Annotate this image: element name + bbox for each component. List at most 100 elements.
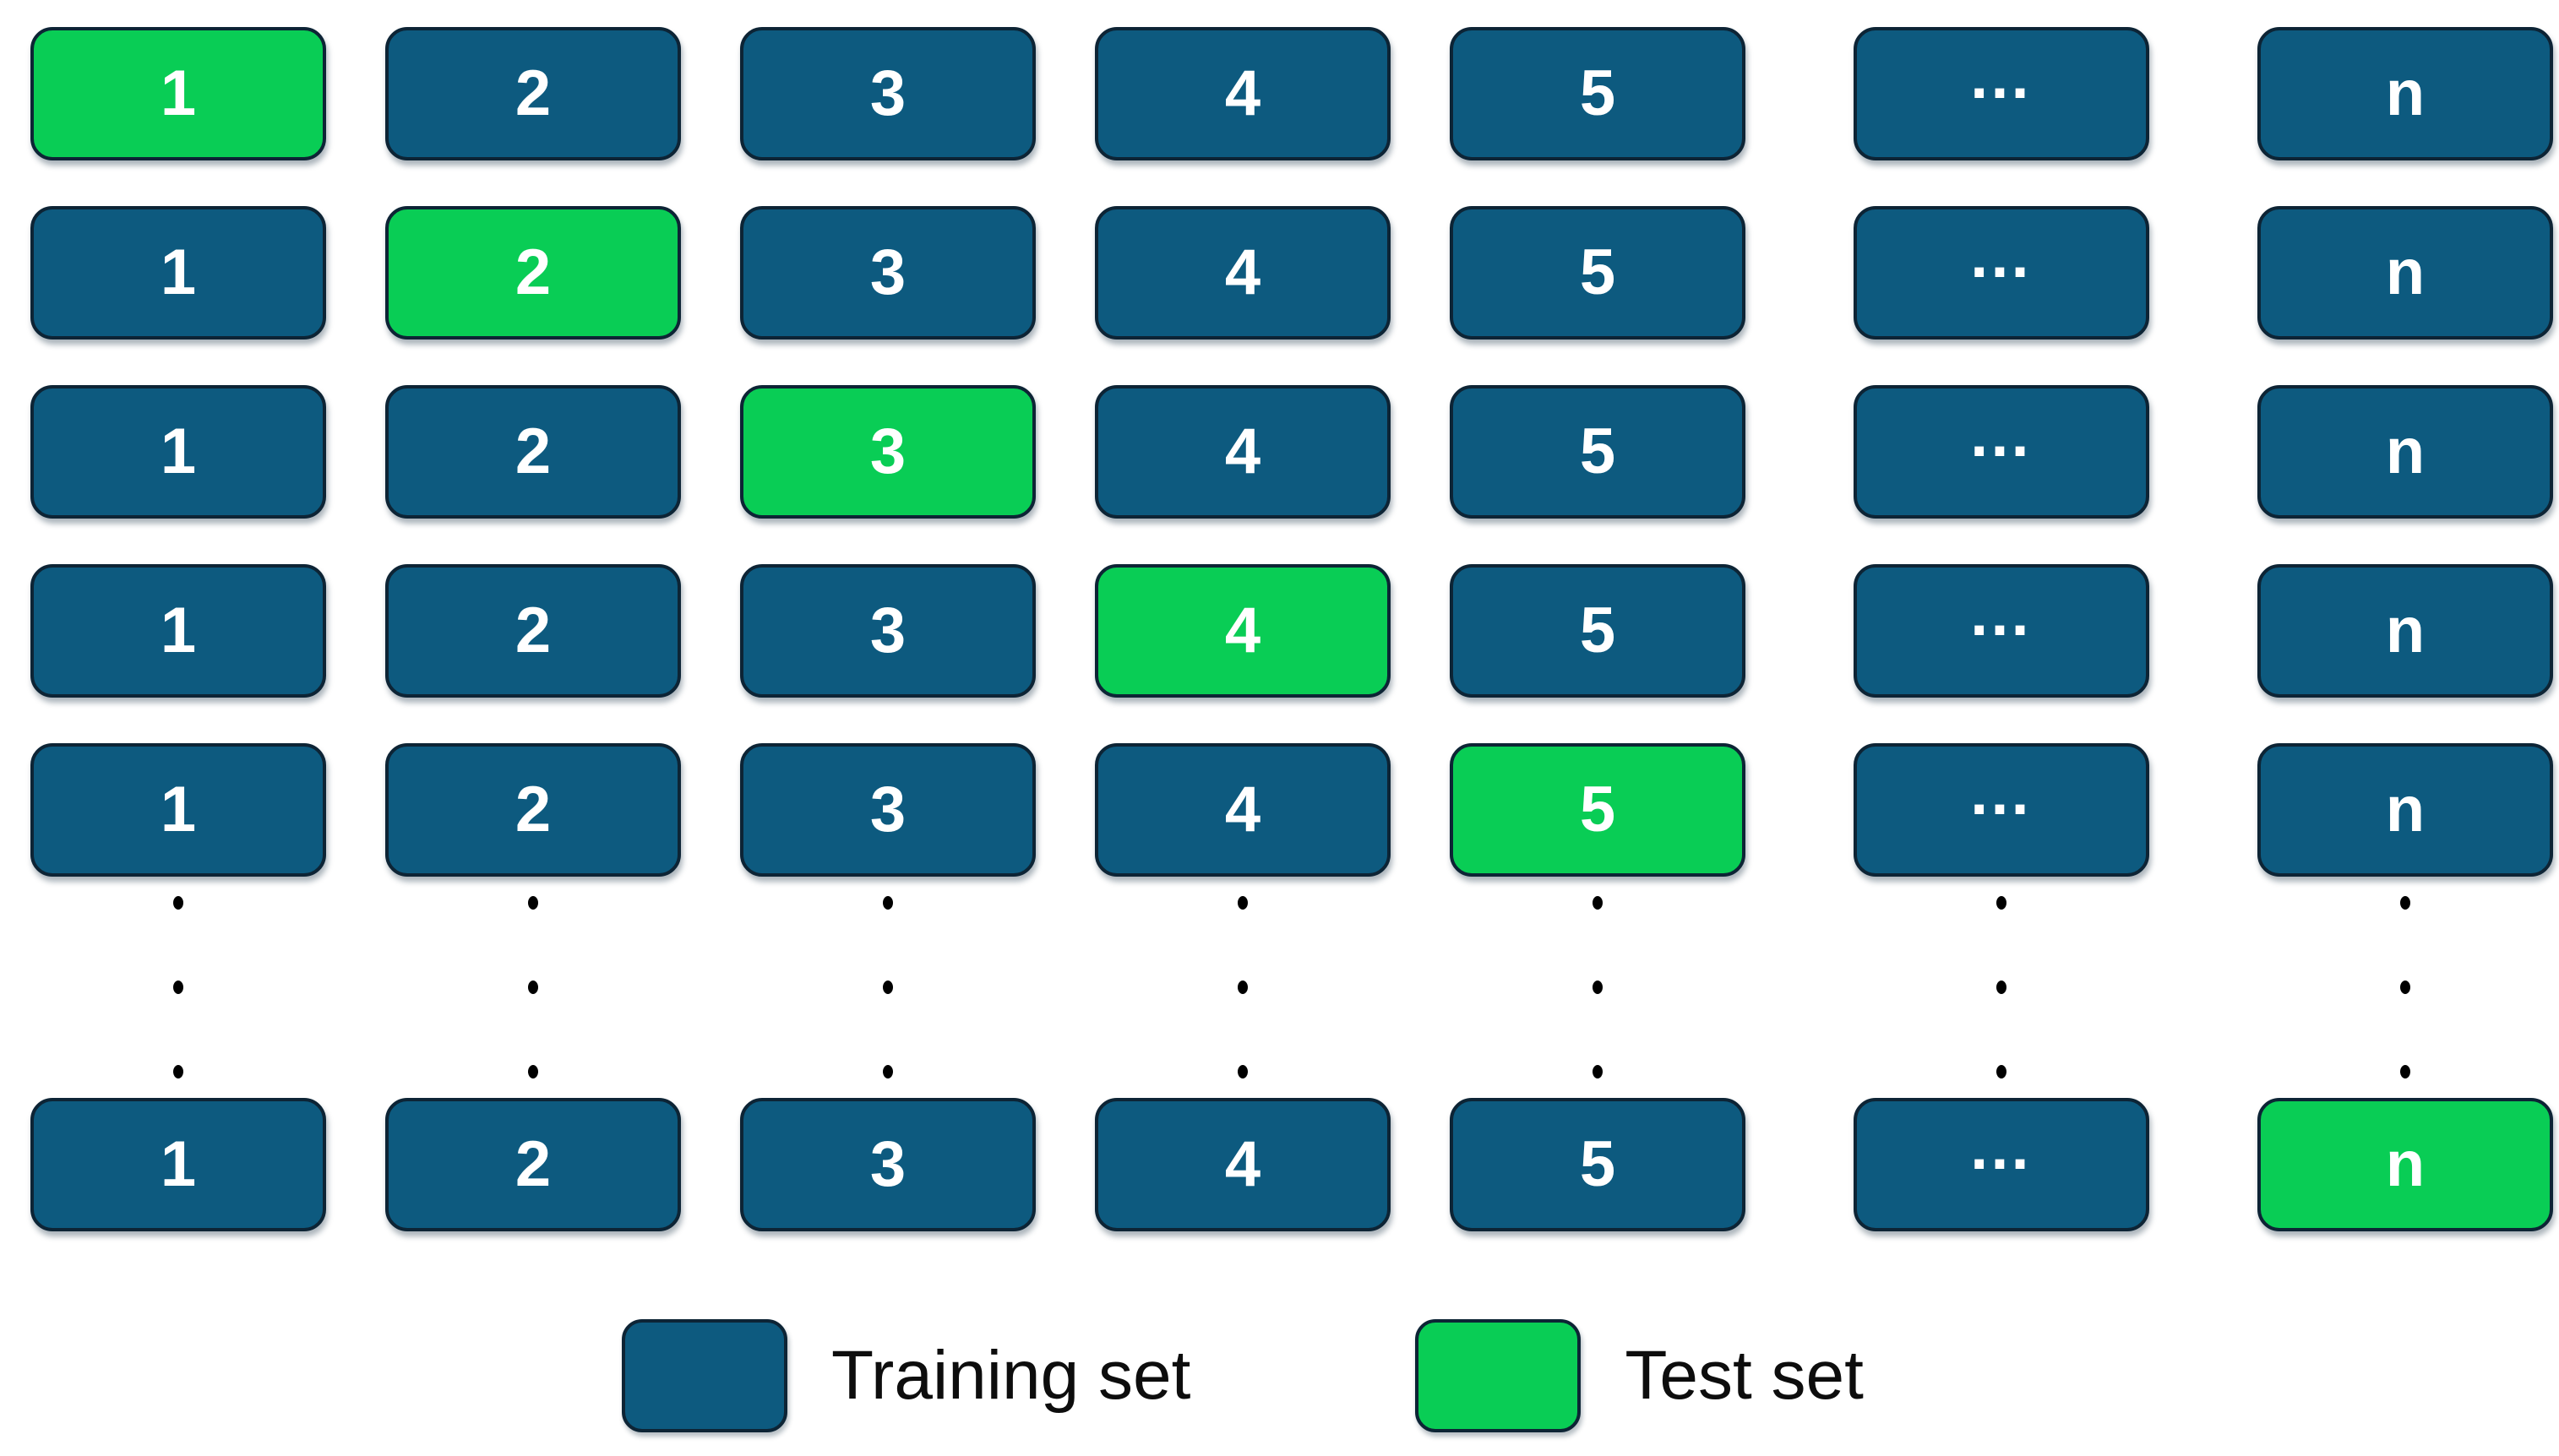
fold-4-box-col-2-training: 2 — [385, 564, 681, 698]
fold-n-box-col-7-test: n — [2257, 1098, 2553, 1231]
ellipsis-dot — [1238, 1065, 1248, 1078]
box-label: 4 — [1224, 774, 1261, 845]
box-label: 1 — [160, 57, 197, 129]
ellipsis-dot — [2400, 1065, 2410, 1078]
box-label: 2 — [515, 236, 552, 308]
box-label: … — [1968, 220, 2035, 291]
box-label: 5 — [1579, 1128, 1616, 1200]
fold-2-box-col-4-training: 4 — [1095, 206, 1391, 340]
ellipsis-dots-col-1 — [30, 877, 326, 1098]
box-label: 2 — [515, 595, 552, 666]
ellipsis-dot — [1238, 981, 1248, 994]
ellipsis-dots-col-5 — [1450, 877, 1745, 1098]
ellipsis-dot — [173, 896, 183, 910]
ellipsis-dots-col-3 — [740, 877, 1036, 1098]
fold-2-box-col-2-test: 2 — [385, 206, 681, 340]
box-label: n — [2385, 595, 2426, 666]
fold-5-box-col-5-test: 5 — [1450, 743, 1745, 877]
test-set-swatch — [1415, 1319, 1582, 1432]
ellipsis-dot — [2400, 896, 2410, 910]
fold-3-row: 1 2 3 4 5 … n — [30, 385, 2559, 519]
box-label: n — [2385, 774, 2426, 845]
box-label: 5 — [1579, 774, 1616, 845]
ellipsis-dot — [1996, 1065, 2006, 1078]
fold-5-box-col-6-training: … — [1854, 743, 2149, 877]
fold-3-box-col-2-training: 2 — [385, 385, 681, 519]
fold-1-box-col-5-training: 5 — [1450, 27, 1745, 160]
box-label: 4 — [1224, 595, 1261, 666]
fold-n-box-col-4-training: 4 — [1095, 1098, 1391, 1231]
ellipsis-dot — [528, 896, 538, 910]
box-label: n — [2385, 57, 2426, 129]
fold-3-box-col-3-test: 3 — [740, 385, 1036, 519]
fold-1-box-col-2-training: 2 — [385, 27, 681, 160]
box-label: 3 — [869, 774, 907, 845]
ellipsis-dot — [528, 1065, 538, 1078]
ellipsis-dot — [883, 896, 893, 910]
fold-3-box-col-5-training: 5 — [1450, 385, 1745, 519]
ellipsis-dot — [173, 981, 183, 994]
ellipsis-dot — [1996, 981, 2006, 994]
box-label: 3 — [869, 416, 907, 487]
box-label: 2 — [515, 774, 552, 845]
ellipsis-dots-col-7 — [2257, 877, 2553, 1098]
ellipsis-dot — [1238, 896, 1248, 910]
fold-3-box-col-7-training: n — [2257, 385, 2553, 519]
fold-5-box-col-1-training: 1 — [30, 743, 326, 877]
ellipsis-dots-col-2 — [385, 877, 681, 1098]
ellipsis-dot — [1593, 981, 1603, 994]
ellipsis-dot — [883, 981, 893, 994]
fold-5-box-col-3-training: 3 — [740, 743, 1036, 877]
fold-4-box-col-4-test: 4 — [1095, 564, 1391, 698]
box-label: 1 — [160, 774, 197, 845]
box-label: 1 — [160, 236, 197, 308]
box-label: 4 — [1224, 416, 1261, 487]
ellipsis-dot — [883, 1065, 893, 1078]
fold-4-row: 1 2 3 4 5 … n — [30, 564, 2559, 698]
box-label: 5 — [1579, 416, 1616, 487]
fold-n-box-col-1-training: 1 — [30, 1098, 326, 1231]
fold-n-box-col-6-training: … — [1854, 1098, 2149, 1231]
ellipsis-dot — [1996, 896, 2006, 910]
box-label: 1 — [160, 595, 197, 666]
box-label: 1 — [160, 416, 197, 487]
ellipsis-dots-col-4 — [1095, 877, 1391, 1098]
fold-4-box-col-6-training: … — [1854, 564, 2149, 698]
box-label: 4 — [1224, 1128, 1261, 1200]
box-label: 5 — [1579, 595, 1616, 666]
legend-item-test: Test set — [1415, 1319, 1864, 1432]
box-label: … — [1968, 399, 2035, 470]
fold-2-box-col-5-training: 5 — [1450, 206, 1745, 340]
fold-4-box-col-3-training: 3 — [740, 564, 1036, 698]
box-label: … — [1968, 757, 2035, 829]
box-label: n — [2385, 236, 2426, 308]
fold-4-box-col-7-training: n — [2257, 564, 2553, 698]
box-label: 3 — [869, 57, 907, 129]
legend-item-training: Training set — [622, 1319, 1190, 1432]
fold-1-box-col-7-training: n — [2257, 27, 2553, 160]
fold-2-box-col-7-training: n — [2257, 206, 2553, 340]
ellipsis-dot — [2400, 981, 2410, 994]
legend-label-training: Training set — [831, 1337, 1191, 1414]
fold-4-box-col-1-training: 1 — [30, 564, 326, 698]
fold-1-box-col-6-training: … — [1854, 27, 2149, 160]
box-label: 3 — [869, 236, 907, 308]
fold-1-box-col-1-test: 1 — [30, 27, 326, 160]
legend-label-test: Test set — [1625, 1337, 1864, 1414]
box-label: 2 — [515, 1128, 552, 1200]
fold-3-box-col-6-training: … — [1854, 385, 2149, 519]
ellipsis-dot — [1593, 1065, 1603, 1078]
legend: Training set Test set — [622, 1319, 2559, 1432]
box-label: n — [2385, 1128, 2426, 1200]
fold-2-box-col-6-training: … — [1854, 206, 2149, 340]
fold-5-box-col-4-training: 4 — [1095, 743, 1391, 877]
box-label: … — [1968, 578, 2035, 649]
fold-4-box-col-5-training: 5 — [1450, 564, 1745, 698]
box-label: 2 — [515, 416, 552, 487]
box-label: 3 — [869, 595, 907, 666]
fold-n-box-col-5-training: 5 — [1450, 1098, 1745, 1231]
